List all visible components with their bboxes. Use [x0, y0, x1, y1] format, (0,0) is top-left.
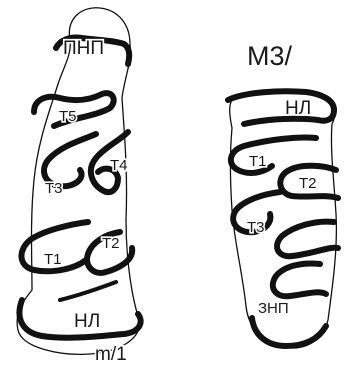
right-enamel-bottom: [273, 264, 326, 297]
label-nl-top: НЛ: [285, 98, 311, 119]
specimen-label-m3: М3/: [247, 41, 293, 71]
label-right-t2: Т2: [299, 175, 317, 192]
label-t4: Т4: [110, 157, 128, 174]
label-right-t1: Т1: [249, 153, 267, 170]
lower-first-molar-drawing: [17, 8, 141, 355]
right-enamel-base: [252, 318, 326, 346]
label-t3: Т3: [45, 180, 63, 197]
label-pnp: ПНП: [63, 38, 104, 59]
label-right-t3: Т3: [247, 219, 265, 236]
right-enamel-top: [228, 91, 334, 124]
label-t1: Т1: [44, 251, 62, 268]
left-enamel-t3: [44, 134, 96, 186]
left-enamel-mid: [60, 282, 116, 300]
specimen-label-m1: m/1: [95, 344, 127, 365]
right-enamel-lower: [277, 222, 338, 257]
label-t5: Т5: [59, 108, 77, 125]
label-znp: ЗНП: [258, 300, 289, 317]
label-t2: Т2: [102, 235, 120, 252]
label-nl-base: НЛ: [74, 311, 100, 332]
